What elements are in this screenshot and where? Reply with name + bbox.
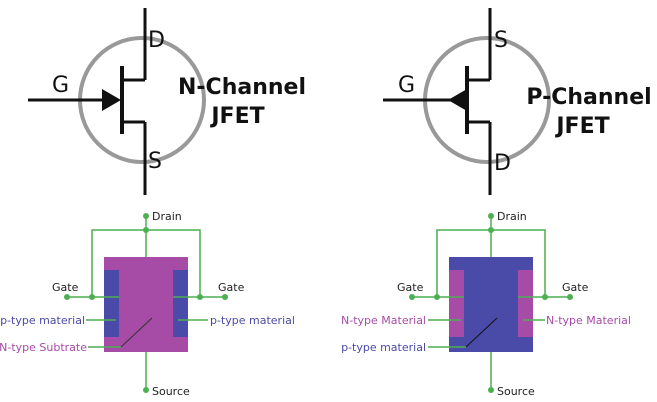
n-terminal-dots (64, 213, 228, 393)
p-substrate-label: p-type material (341, 341, 426, 354)
n-left-gate-region (104, 270, 119, 337)
p-source-label: Source (497, 385, 535, 398)
p-symbol-source-label: S (494, 28, 508, 53)
n-right-gate-region (173, 270, 188, 337)
p-left-material-label: N-type Material (341, 314, 426, 327)
n-channel-symbol: D G S N-Channel JFET (28, 8, 306, 195)
n-right-material-label: p-type material (210, 314, 295, 327)
p-channel-symbol: S G D P-Channel JFET (383, 8, 652, 195)
n-left-material-label: p-type material (0, 314, 85, 327)
n-channel-title-line1: N-Channel (178, 75, 306, 100)
p-symbol-gate-arrow (448, 89, 467, 111)
p-channel-structure: Drain Gate Gate Source N-type Material N… (341, 210, 631, 398)
n-symbol-gate-label: G (52, 73, 69, 98)
p-right-gate-region (518, 270, 533, 337)
p-gate-right-label: Gate (562, 281, 589, 294)
n-gate-right-label: Gate (218, 281, 245, 294)
p-channel-title-line2: JFET (554, 114, 609, 139)
p-channel-title-line1: P-Channel (526, 85, 651, 110)
n-symbol-drain-label: D (148, 28, 165, 53)
p-symbol-gate-label: G (398, 73, 415, 98)
p-symbol-drain-label: D (494, 151, 511, 176)
n-substrate-label: N-type Subtrate (0, 341, 87, 354)
n-channel-title-line2: JFET (209, 104, 264, 129)
p-right-material-label: N-type Material (546, 314, 631, 327)
n-channel-structure: Drain Gate Gate Source p-type material p… (0, 210, 295, 398)
p-terminal-dots (409, 213, 573, 393)
n-symbol-gate-arrow (102, 89, 121, 111)
n-symbol-source-label: S (148, 149, 162, 174)
p-channel-marker (465, 317, 498, 348)
p-left-gate-region (449, 270, 464, 337)
p-gate-left-label: Gate (397, 281, 424, 294)
n-drain-label: Drain (152, 210, 182, 223)
p-drain-label: Drain (497, 210, 527, 223)
n-channel-marker (120, 317, 153, 348)
n-gate-left-label: Gate (52, 281, 79, 294)
n-source-label: Source (152, 385, 190, 398)
